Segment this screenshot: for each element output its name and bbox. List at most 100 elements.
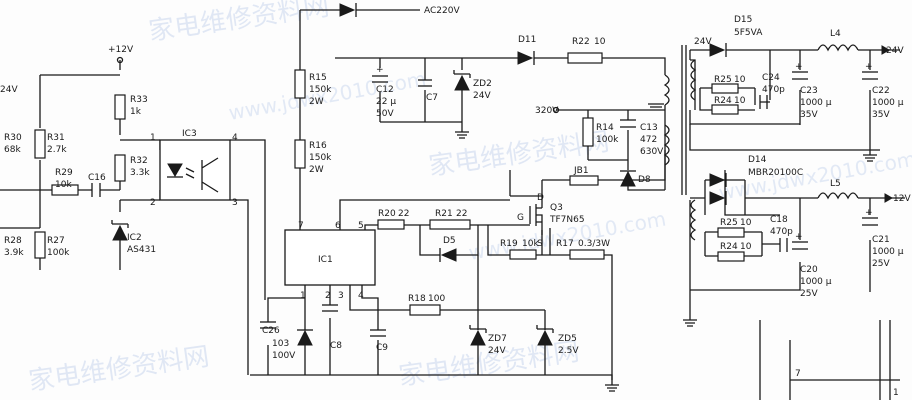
d15-ref: D15 — [734, 15, 752, 25]
r22-value: 10 — [594, 37, 606, 47]
r24b-ref: R24 — [720, 242, 738, 252]
r25a-value: 10 — [734, 75, 746, 85]
ic3-pin-4: 4 — [232, 133, 238, 143]
r30-ref: R30 — [4, 133, 22, 143]
r16-value: 150k — [309, 153, 332, 163]
r29-ref: R29 — [55, 168, 73, 178]
r18-ref: R18 — [408, 294, 426, 304]
zener-zd2: ZD2 24V — [453, 70, 492, 101]
r29-value: 10k — [55, 180, 72, 190]
c21-volt: 25V — [872, 259, 890, 269]
q3-source: S — [537, 239, 543, 249]
d14-ref: D14 — [748, 155, 767, 165]
zener-ic1-pin1 — [297, 329, 313, 346]
c21-ref: C21 — [872, 235, 890, 245]
resistor-r24-b: R24 10 — [717, 242, 752, 262]
ic1-pin-4: 4 — [358, 291, 364, 301]
r25a-ref: R25 — [714, 75, 732, 85]
c13-value: 472 — [640, 135, 657, 145]
resistor-r31: R31 2.7k — [34, 129, 67, 159]
r24b-value: 10 — [740, 242, 752, 252]
resistor-r14: R14 100k — [582, 117, 619, 147]
c7-ref: C7 — [426, 93, 438, 103]
resistor-r15: R15 150k 2W — [294, 69, 332, 107]
c13-ref: C13 — [640, 123, 658, 133]
r28-ref: R28 — [4, 236, 22, 246]
r15-watt: 2W — [309, 97, 324, 107]
r22-ref: R22 — [572, 37, 590, 47]
r14-value: 100k — [596, 135, 619, 145]
diode-d11: D11 — [517, 35, 536, 65]
r21-value: 22 — [456, 209, 467, 219]
transformer-secondary-12v — [690, 199, 697, 241]
r20-ref: R20 — [378, 209, 396, 219]
svg-text:+: + — [865, 62, 873, 72]
resistor-r32: R32 3.3k — [114, 154, 150, 182]
resistor-r30: R30 68k — [4, 133, 22, 155]
resistor-r28: R28 3.9k — [4, 236, 24, 258]
r27-value: 100k — [47, 248, 70, 258]
r16-watt: 2W — [309, 165, 324, 175]
zd7-ref: ZD7 — [488, 334, 507, 344]
net-12v-output: 12V — [893, 194, 911, 204]
c26-value: 103 — [272, 339, 289, 349]
ground-24v — [863, 154, 877, 162]
resistor-r29: R29 10k — [51, 168, 79, 196]
ic3-pin-2: 2 — [150, 198, 156, 208]
r14-ref: R14 — [596, 123, 614, 133]
r31-ref: R31 — [47, 133, 65, 143]
wires — [0, 9, 905, 400]
ground-primary-2 — [605, 384, 619, 392]
r16-ref: R16 — [309, 141, 327, 151]
net-320v: 320V — [535, 106, 559, 116]
q3-drain: D — [537, 193, 544, 203]
r28-value: 3.9k — [4, 248, 24, 258]
inductor-l5: L5 — [817, 179, 859, 200]
r17-ref: R17 — [556, 239, 574, 249]
q3-part: TF7N65 — [549, 215, 585, 225]
r32-ref: R32 — [130, 156, 148, 166]
capacitor-c22: + C22 1000 μ 35V — [862, 62, 904, 120]
r17-value: 0.3/3W — [578, 239, 610, 249]
net-24v-secondary: 24V — [694, 37, 712, 47]
zener-zd5: ZD5 2.5V — [536, 325, 579, 356]
r30-value: 68k — [4, 145, 21, 155]
connector-pin-7: 7 — [795, 369, 801, 379]
diode-ac — [339, 3, 357, 17]
c22-ref: C22 — [872, 86, 890, 96]
net-ac220v: AC220V — [424, 6, 460, 16]
resistor-r19: R19 10k — [500, 239, 539, 260]
ic1-pin-1: 1 — [300, 291, 306, 301]
c22-volt: 35V — [872, 110, 890, 120]
c12-value: 22 μ — [376, 97, 396, 107]
inductor-l4: L4 — [817, 29, 859, 52]
c20-volt: 25V — [800, 289, 818, 299]
d11-ref: D11 — [518, 35, 536, 45]
r31-value: 2.7k — [47, 145, 67, 155]
capacitor-c7: C7 — [418, 79, 438, 103]
r33-ref: R33 — [130, 95, 148, 105]
r18-value: 100 — [428, 294, 445, 304]
c24-value: 470p — [762, 85, 785, 95]
ground-12v — [683, 319, 697, 327]
net-24v-output: 24V — [886, 46, 904, 56]
ic2-ref: IC2 — [127, 233, 142, 243]
svg-text:+: + — [865, 208, 873, 218]
r19-value: 10k — [522, 239, 539, 249]
ic1-pin-6: 6 — [335, 221, 341, 231]
r24a-ref: R24 — [714, 96, 732, 106]
watermark-url-3: www.jdwx2010.com — [717, 147, 912, 205]
ic3-optocoupler: IC3 1 2 3 4 — [150, 129, 238, 208]
capacitor-c16: C16 — [88, 173, 106, 197]
zd7-value: 24V — [488, 346, 506, 356]
l4-ref: L4 — [830, 29, 841, 39]
resistor-r17: R17 0.3/3W — [556, 239, 610, 260]
zd2-value: 24V — [473, 91, 491, 101]
d8-ref: D8 — [638, 175, 651, 185]
capacitor-c26: C26 103 100V — [260, 321, 296, 361]
c20-value: 1000 μ — [800, 277, 832, 287]
c23-ref: C23 — [800, 86, 818, 96]
ic1-pin-5: 5 — [358, 221, 364, 231]
svg-text:+: + — [376, 65, 384, 75]
